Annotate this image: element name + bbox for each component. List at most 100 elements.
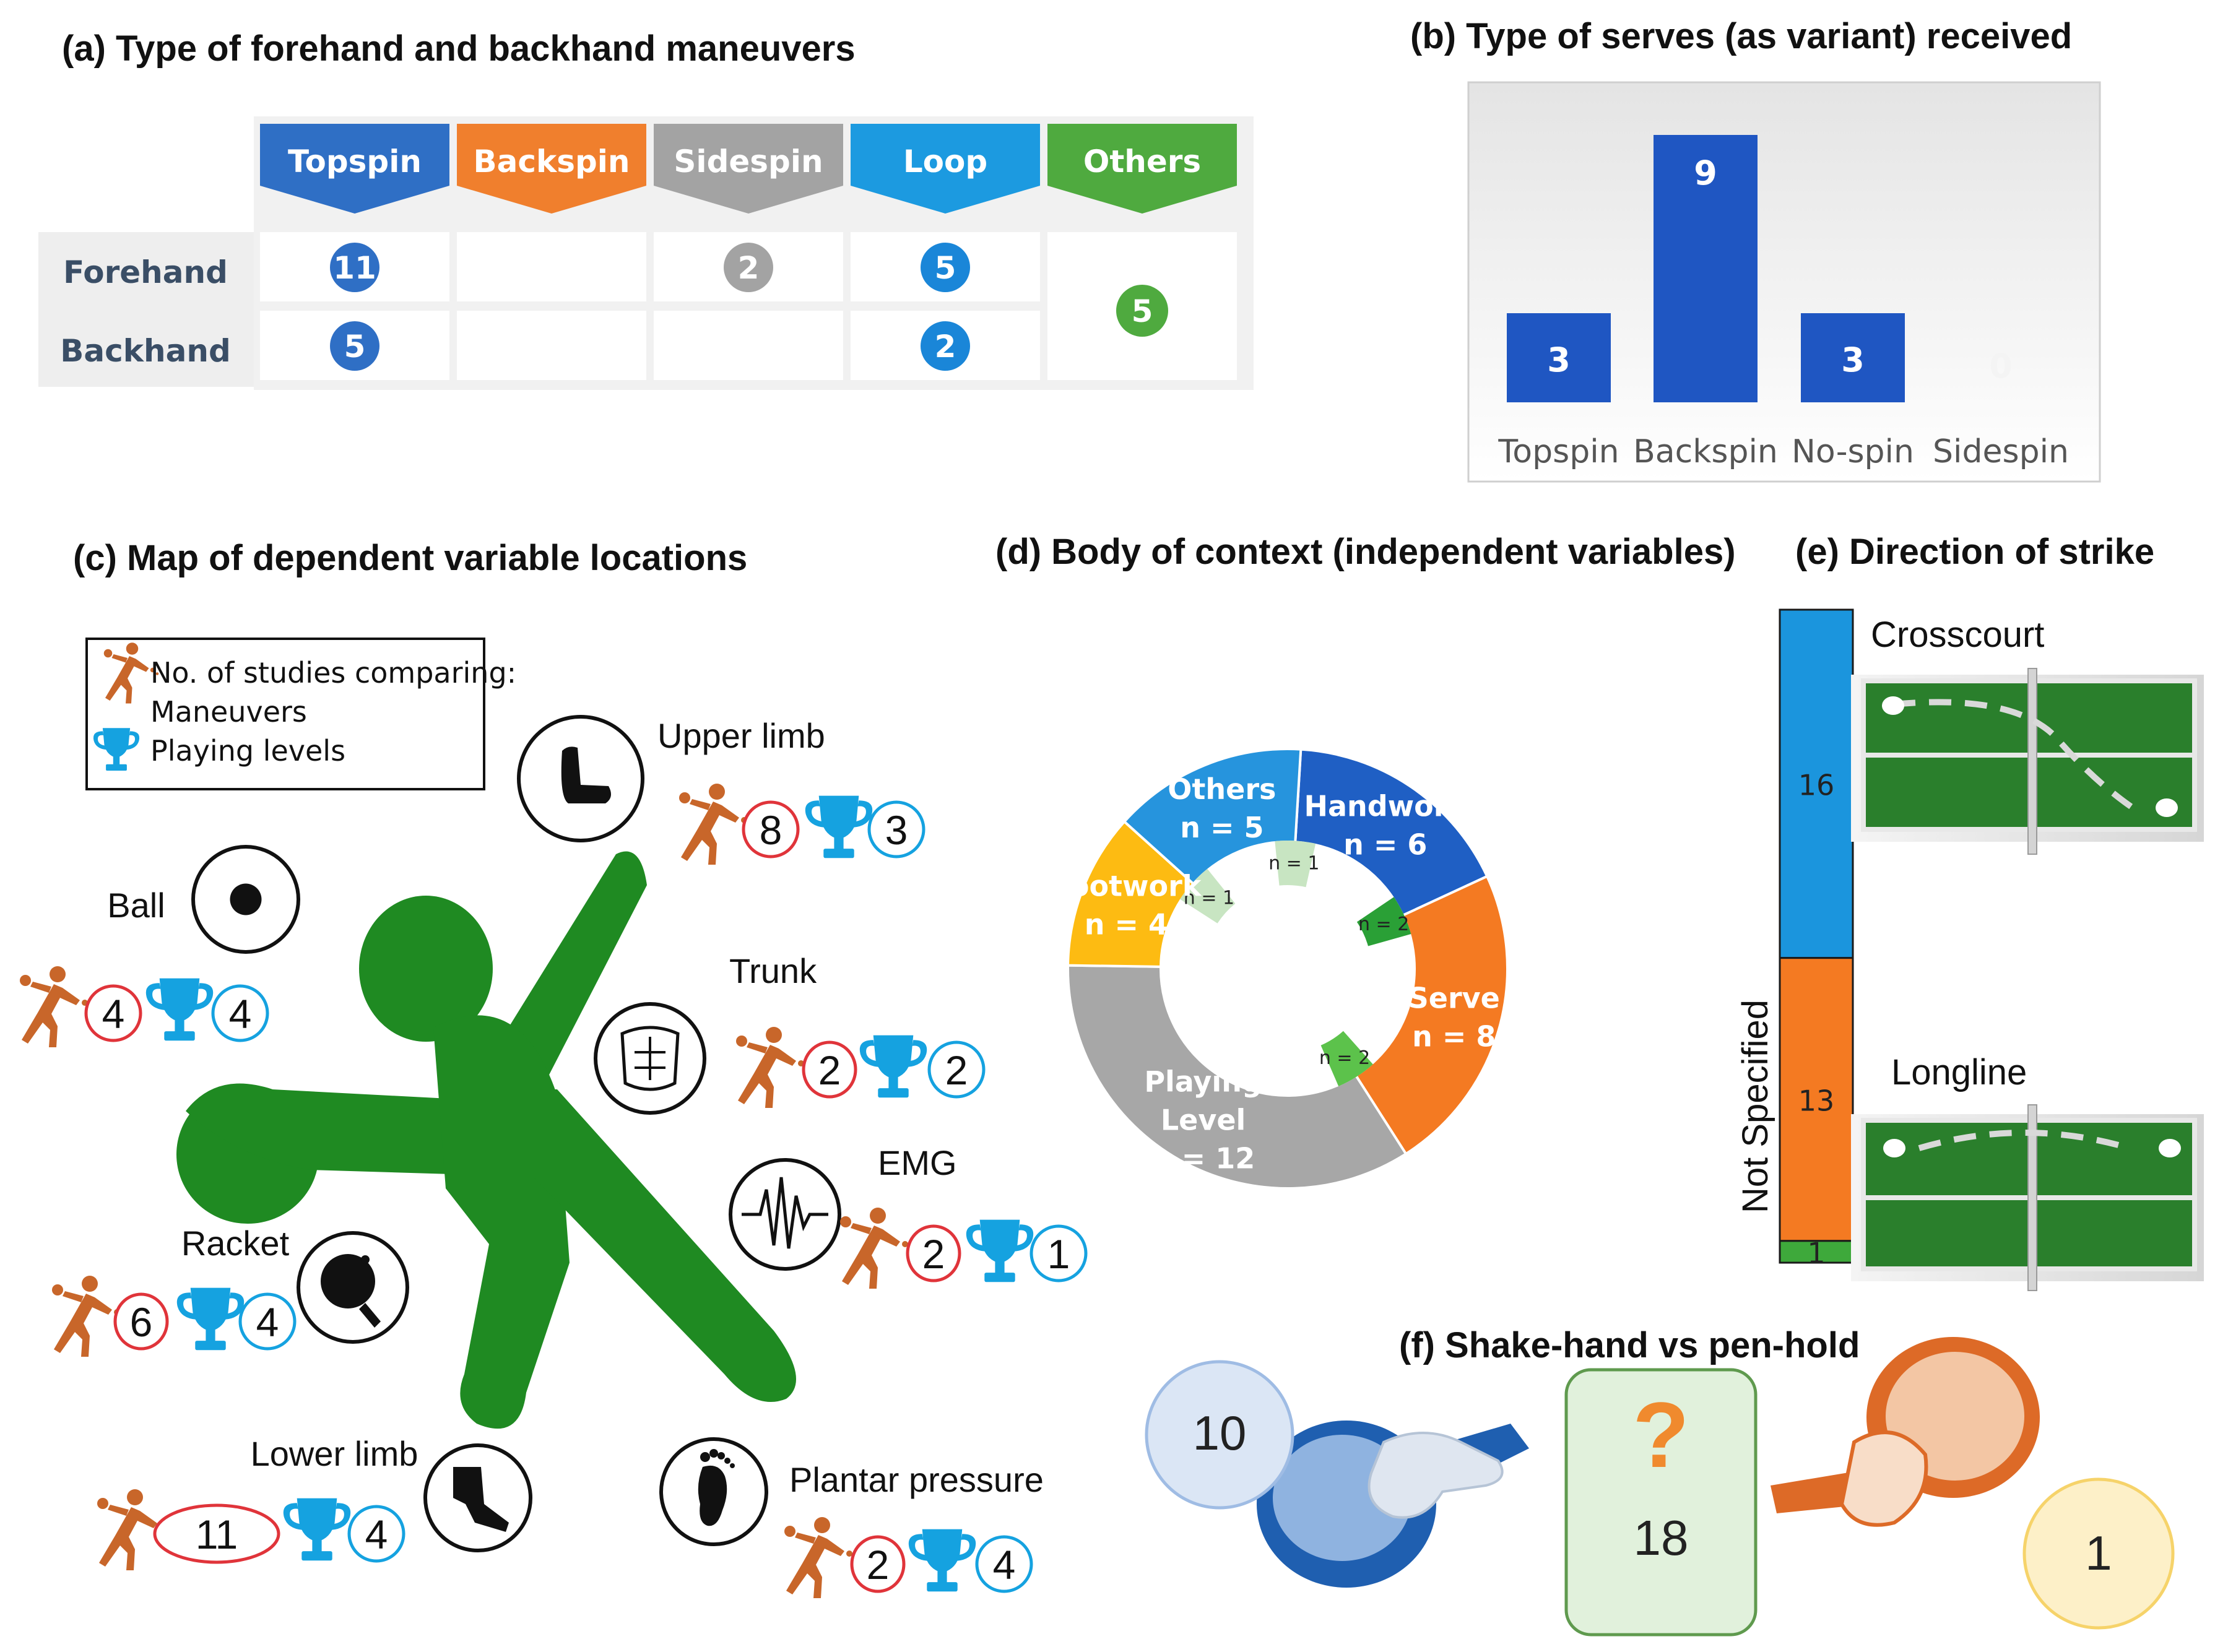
trophy-icon	[859, 1035, 927, 1098]
panel-e-title: (e) Direction of strike	[1795, 532, 2155, 572]
segment-crosscourt	[1779, 608, 1854, 959]
overlap-wedge	[1356, 897, 1411, 946]
bar-topspin	[1507, 313, 1611, 402]
arm-icon	[517, 715, 644, 842]
maneuver-count: 2	[867, 1542, 890, 1588]
torso-icon	[594, 1002, 706, 1115]
count-bubble	[330, 321, 379, 371]
foot-icon	[659, 1437, 768, 1546]
maneuver-count-ring	[153, 1503, 280, 1564]
segment-value: 1	[1807, 1236, 1825, 1269]
series-label-longline: Longline	[1891, 1052, 2027, 1092]
segment-not-specified	[1779, 1240, 1854, 1264]
overlap-wedge	[1320, 1031, 1373, 1086]
overlap-label: n = 1	[1268, 852, 1319, 874]
maneuver-count: 11	[196, 1511, 238, 1557]
panel-c-title: (c) Map of dependent variable locations	[73, 538, 748, 578]
level-count: 2	[945, 1047, 968, 1093]
count-bubble	[724, 243, 773, 292]
pen-hold-count: 1	[2085, 1526, 2112, 1580]
maneuver-count: 6	[130, 1299, 153, 1345]
table-cell	[457, 232, 646, 301]
maneuver-count-ring	[84, 984, 142, 1042]
count-value: 2	[935, 329, 956, 365]
longline-table	[1851, 1104, 2204, 1291]
bar-data-label: 3	[1547, 340, 1571, 379]
overlap-label: n = 2	[1319, 1047, 1370, 1069]
pen-hold-racket-icon	[1771, 1337, 2040, 1527]
location-label: Plantar pressure	[789, 1460, 1044, 1499]
slice-label: n = 8	[1412, 1020, 1496, 1053]
level-count-ring	[975, 1535, 1033, 1593]
column-header-backspin	[457, 124, 646, 214]
legend-box	[85, 638, 485, 790]
maneuver-icon	[679, 784, 752, 865]
column-header-others	[1047, 124, 1237, 214]
count-bubble	[1116, 285, 1168, 337]
column-header-sidespin	[654, 124, 843, 214]
maneuver-count-ring	[802, 1040, 857, 1099]
level-count: 4	[993, 1542, 1016, 1588]
maneuver-count-ring	[906, 1224, 961, 1282]
bar-data-label: 9	[1694, 154, 1717, 192]
slice-playing-level	[1067, 964, 1408, 1190]
location-label: Ball	[107, 886, 165, 925]
count-bubble	[921, 243, 970, 292]
level-count: 4	[229, 991, 252, 1037]
level-count: 4	[256, 1299, 279, 1345]
level-count-ring	[1029, 1224, 1088, 1282]
count-bubble	[921, 321, 970, 371]
x-tick-label: Backspin	[1633, 433, 1778, 470]
trophy-icon	[283, 1498, 351, 1561]
maneuver-count: 2	[922, 1231, 945, 1277]
segment-longline	[1779, 957, 1854, 1242]
level-count: 4	[365, 1511, 388, 1557]
maneuver-count-ring	[113, 1292, 169, 1351]
column-header-label: Others	[1083, 144, 1201, 179]
count-value: 5	[935, 250, 956, 286]
slice-label: Level	[1161, 1104, 1246, 1137]
panel-d-title: (d) Body of context (independent variabl…	[995, 532, 1736, 572]
location-label: Trunk	[729, 951, 817, 990]
level-count-ring	[867, 800, 925, 858]
count-value: 5	[1132, 293, 1153, 329]
legend-maneuvers: Maneuvers	[150, 695, 307, 729]
location-label: Racket	[181, 1224, 290, 1263]
slice-label: Serve	[1408, 982, 1500, 1015]
segment-value: 16	[1798, 768, 1835, 802]
slice-handwork	[1294, 748, 1489, 917]
maneuver-count: 4	[102, 991, 125, 1037]
column-header-label: Sidespin	[674, 144, 823, 179]
panel-b-title: (b) Type of serves (as variant) received	[1410, 16, 2073, 56]
trophy-icon	[145, 978, 214, 1041]
column-header-label: Loop	[903, 144, 987, 179]
slice-label: n = 6	[1343, 828, 1427, 862]
column-header-loop	[851, 124, 1040, 214]
table-cell	[457, 311, 646, 380]
maneuver-icon	[840, 1208, 913, 1289]
slice-label: n = 12	[1151, 1142, 1255, 1175]
row-label-backhand: Backhand	[60, 333, 230, 369]
maneuver-count: 2	[818, 1047, 841, 1093]
racket-icon	[297, 1231, 409, 1344]
count-value: 2	[738, 250, 760, 286]
panel-a-title: (a) Type of forehand and backhand maneuv…	[62, 28, 856, 69]
segment-value: 13	[1798, 1084, 1835, 1117]
location-label: Lower limb	[251, 1434, 418, 1473]
shake-hand-racket-icon	[1257, 1421, 1529, 1588]
slice-label: Others	[1168, 772, 1276, 806]
bar-backspin	[1654, 135, 1758, 402]
count-value: 5	[344, 329, 366, 365]
trophy-icon	[805, 795, 873, 858]
x-tick-label: Topspin	[1498, 433, 1619, 470]
bar-data-label: 0	[1989, 347, 2013, 386]
crosscourt-table	[1851, 668, 2204, 855]
level-count-ring	[927, 1040, 986, 1099]
panel-c-map: No. of studies comparing: Maneuvers Play…	[20, 638, 1088, 1598]
slice-label: Handwork	[1304, 790, 1467, 823]
x-tick-label: No-spin	[1792, 433, 1914, 470]
overlap-label: n = 1	[1184, 888, 1234, 909]
legend-line1: No. of studies comparing:	[150, 656, 516, 690]
